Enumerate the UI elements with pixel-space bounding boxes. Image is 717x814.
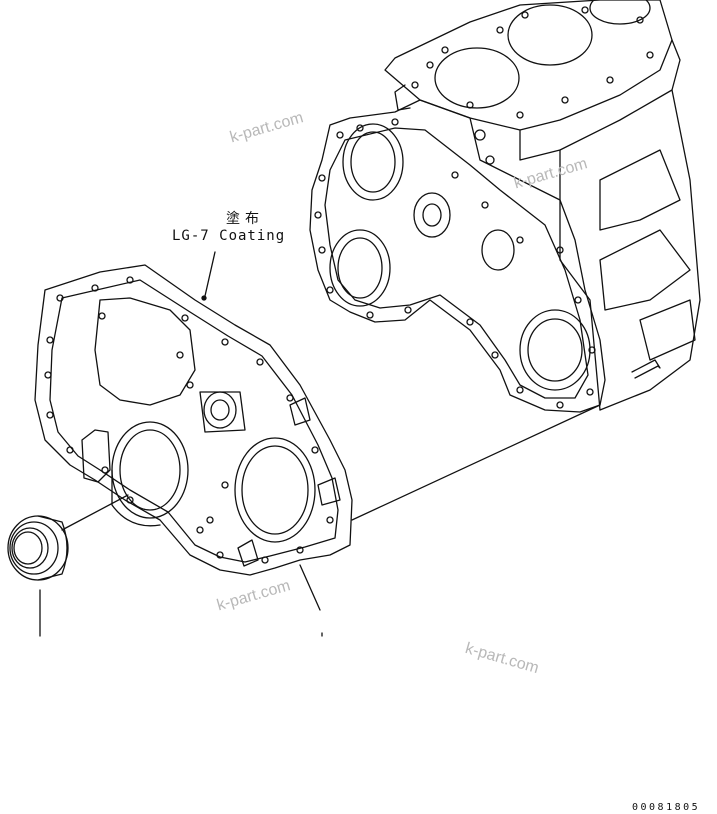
leader-lines: [39, 251, 601, 637]
cover-bolt-holes: [44, 276, 334, 564]
drawing-code: 00081805: [632, 802, 701, 813]
oil-seal: [7, 515, 69, 581]
coating-note: LG-7 Coating: [172, 228, 286, 244]
coating-note-japanese: 塗布: [226, 211, 264, 227]
engine-block: [309, 0, 701, 413]
block-bolt-holes: [314, 6, 654, 409]
front-cover: [34, 264, 353, 576]
